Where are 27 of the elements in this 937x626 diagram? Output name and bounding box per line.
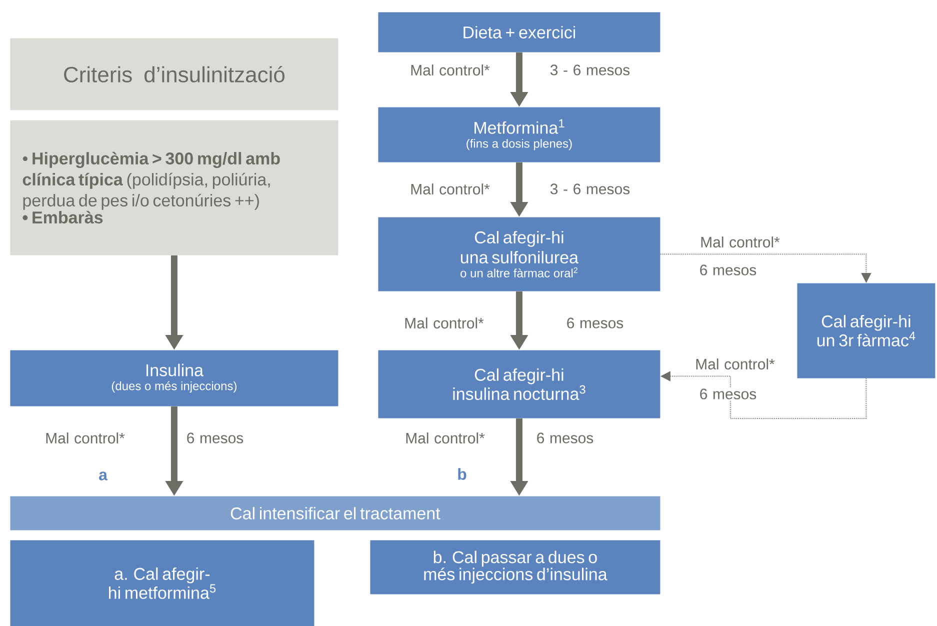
duration-label: 6 mesos (565, 316, 625, 330)
process-box: Dieta + exercici (378, 12, 660, 52)
path-letter: a (98, 470, 108, 482)
process-box: a. Cal afegir-hi metformina$^{5}$ (10, 540, 314, 626)
duration-label: 3 - 6 mesos (548, 64, 632, 76)
edge-label: Mal control* (694, 358, 776, 370)
duration-label: 6 mesos (535, 432, 595, 444)
process-box: Metformina$^{1}$ (fins a dosis plenes) (378, 107, 660, 162)
edge-label: Mal control* (404, 431, 486, 444)
duration-label: 6 mesos (698, 388, 758, 400)
process-box: Cal afegir-hi una sulfonilurea o un altre fàrmac oral$^{2}$ (378, 217, 660, 292)
edge-label: Mal control* (699, 236, 781, 248)
duration-label: 3 - 6 mesos (548, 182, 632, 196)
duration-label: 6 mesos (698, 264, 758, 276)
criteria-box: • Hiperglucèmia > 300 mg/dl amb clínica típica (polidípsia, poliúria, perdua de pes i/o cetonúries ++) • Embaràs (10, 120, 338, 256)
title-box: Criteris d’insulinització (10, 38, 338, 110)
path-letter: b (456, 467, 468, 481)
process-box: Insulina (dues o més injeccions) (10, 350, 338, 406)
duration-label: 6 mesos (185, 432, 245, 444)
edge-label: Mal control* (409, 182, 491, 196)
process-box: Cal afegir-hi insulina nocturna$^{3}$ (378, 350, 660, 418)
process-box: b. Cal passar a dues o més injeccions d’insulina (370, 540, 660, 594)
process-box: Cal afegir-hi un 3r fàrmac$^{4}$ (797, 283, 936, 378)
edge-label: Mal control* (403, 316, 485, 330)
banner-bar: Cal intensificar el tractament (10, 496, 660, 530)
edge-label: Mal control* (44, 431, 126, 444)
edge-label: Mal control* (409, 64, 491, 76)
